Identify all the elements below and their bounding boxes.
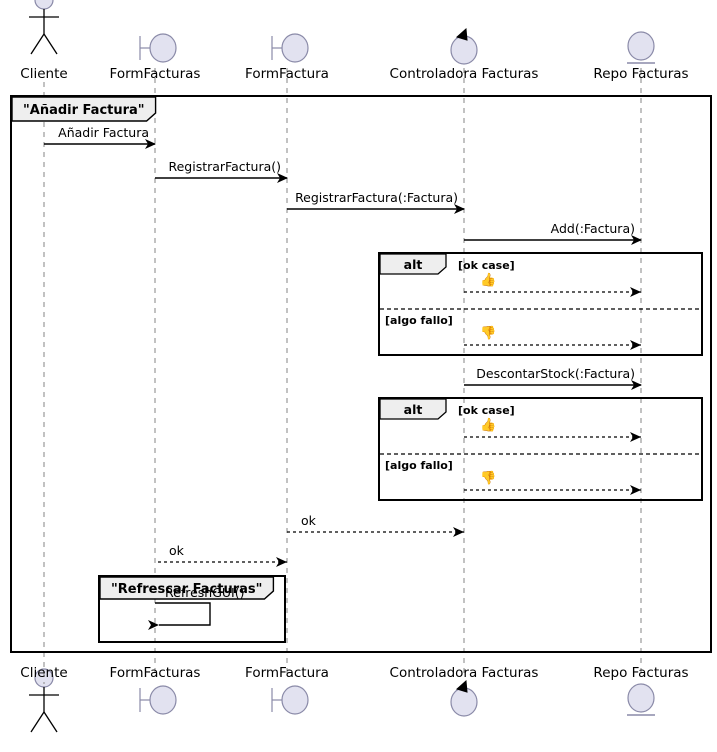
actor-leg-left-icon: [30, 711, 45, 733]
participant-label-2: FormFactura: [245, 66, 329, 82]
boundary-circle-icon: [281, 685, 309, 715]
boundary-circle-icon: [281, 33, 309, 63]
control-arrow-icon: [455, 679, 468, 693]
actor-head-icon: [34, 0, 54, 10]
participant-label-bottom-1: FormFacturas: [109, 665, 201, 681]
alt-guard-0-frag-1: [ok case]: [458, 404, 515, 417]
control-circle-icon: [450, 35, 478, 65]
message-3-add-factura-label: Add(:Factura): [550, 221, 635, 236]
thumbs-down-icon-5: 👎: [480, 326, 497, 341]
alt-keyword-tab-0: [379, 253, 447, 275]
thumbs-up-icon-4: 👍: [480, 273, 497, 288]
control-circle-icon: [450, 687, 478, 717]
message-9-ok-label: ok: [301, 513, 316, 528]
alt-guard-0-frag-0: [ok case]: [458, 259, 515, 272]
message-10-ok-label: ok: [169, 543, 184, 558]
actor-leg-right-icon: [43, 33, 58, 55]
message-2-registrarfactura-factura-label: RegistrarFactura(:Factura): [295, 190, 458, 205]
inner-frame-title-label-0: "Refrescar Facturas": [111, 582, 263, 597]
participant-label-bottom-2: FormFactura: [245, 665, 329, 681]
inner-frame-border-0: [98, 575, 286, 643]
alt-guard-1-frag-0: [algo fallo]: [385, 314, 453, 327]
alt-guard-1-frag-1: [algo fallo]: [385, 459, 453, 472]
participant-label-3: Controladora Facturas: [389, 66, 539, 82]
boundary-circle-icon: [149, 685, 177, 715]
message-11-refreshgui-label: RefreshGUI(): [165, 585, 245, 600]
actor-leg-right-icon: [43, 711, 58, 733]
frame-title-tab: [11, 96, 157, 122]
alt-keyword-tab-1: [379, 398, 447, 420]
message-6-descontarstock-factura-label: DescontarStock(:Factura): [476, 366, 635, 381]
control-arrow-icon: [455, 27, 468, 41]
participant-label-bottom-0: Cliente: [20, 665, 68, 681]
message-11-refreshgui-arrow: [148, 602, 211, 630]
outer-frame-border: [10, 95, 712, 653]
thumbs-up-icon-7: 👍: [480, 418, 497, 433]
thumbs-down-icon-8: 👎: [480, 471, 497, 486]
entity-circle-icon: [627, 683, 655, 713]
boundary-circle-icon: [149, 33, 177, 63]
alt-fragment-border-1: [378, 397, 703, 501]
alt-keyword-label-1: alt: [403, 402, 423, 417]
participant-label-bottom-3: Controladora Facturas: [389, 665, 539, 681]
message-1-registrarfactura-label: RegistrarFactura(): [168, 159, 281, 174]
alt-fragment-border-0: [378, 252, 703, 356]
participant-label-1: FormFacturas: [109, 66, 201, 82]
actor-leg-left-icon: [30, 33, 45, 55]
inner-frame-title-tab-0: [99, 576, 275, 600]
participant-label-0: Cliente: [20, 66, 68, 82]
participant-label-bottom-4: Repo Facturas: [593, 665, 689, 681]
message-0-a-adir-factura-label: Añadir Factura: [58, 125, 149, 140]
participant-label-4: Repo Facturas: [593, 66, 689, 82]
frame-title-label: "Añadir Factura": [23, 103, 145, 118]
alt-keyword-label-0: alt: [403, 257, 423, 272]
entity-circle-icon: [627, 31, 655, 61]
